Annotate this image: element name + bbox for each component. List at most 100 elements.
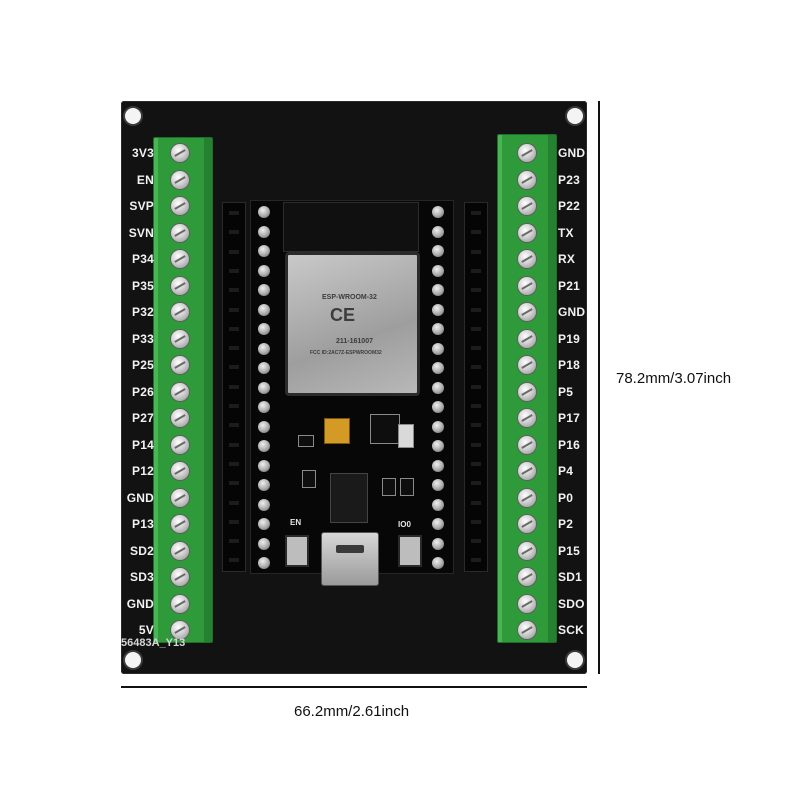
header-socket xyxy=(471,500,481,505)
terminal-screw xyxy=(518,356,536,374)
right-pin-label: RX xyxy=(558,252,576,266)
terminal-screw xyxy=(171,409,189,427)
right-pin-label: P17 xyxy=(558,411,580,425)
right-pin-label: P16 xyxy=(558,437,580,452)
terminal-screw xyxy=(171,197,189,215)
right-pin-label: SD1 xyxy=(558,570,582,584)
terminal-screw xyxy=(518,515,536,533)
terminal-screw xyxy=(171,515,189,533)
header-socket xyxy=(229,442,239,447)
terminal-screw xyxy=(518,170,536,189)
tantalum-capacitor xyxy=(324,418,350,444)
devkit-header-pin xyxy=(258,537,270,550)
height-dimension-line xyxy=(598,101,600,674)
left-pin-label: P33 xyxy=(132,331,154,346)
devkit-header-pin xyxy=(432,420,444,433)
mounting-hole-top-left xyxy=(125,108,141,124)
right-pin-label: GND xyxy=(558,146,586,160)
left-pin-label: 5V xyxy=(138,623,154,637)
header-socket xyxy=(229,211,239,215)
devkit-header-pin xyxy=(432,479,444,491)
left-pin-label: SVP xyxy=(129,199,154,213)
terminal-screw xyxy=(171,356,189,374)
terminal-screw xyxy=(171,382,189,401)
devkit-header-pin xyxy=(258,206,270,218)
terminal-screw xyxy=(518,541,536,560)
left-pin-label: GND xyxy=(126,490,154,505)
devkit-header-pin xyxy=(258,381,270,394)
mounting-hole-top-right xyxy=(567,108,583,124)
devkit-header-pin xyxy=(258,342,270,355)
devkit-header-pin xyxy=(258,245,270,257)
header-socket xyxy=(229,249,239,254)
right-pin-label: P15 xyxy=(558,543,580,558)
right-pin-label: P2 xyxy=(558,517,574,531)
header-socket xyxy=(229,384,239,389)
devkit-header-pin xyxy=(432,537,444,550)
right-pin-label: P5 xyxy=(558,384,574,399)
devkit-header-pin xyxy=(258,557,270,569)
terminal-screw xyxy=(171,541,189,560)
right-pin-label: GND xyxy=(558,305,586,319)
devkit-header-pin xyxy=(258,518,270,530)
terminal-screw xyxy=(518,303,536,321)
terminal-screw xyxy=(518,462,536,480)
terminal-screw xyxy=(171,435,189,454)
right-pin-label: P22 xyxy=(558,199,580,213)
terminal-screw xyxy=(518,621,536,639)
micro-usb-port xyxy=(321,532,379,586)
left-pin-label: SD2 xyxy=(130,543,154,558)
module-label: ESP-WROOM-32 xyxy=(322,294,377,301)
terminal-screw xyxy=(518,568,536,586)
terminal-screw xyxy=(171,303,189,321)
terminal-screw xyxy=(171,250,189,268)
right-pin-label: SCK xyxy=(558,623,584,637)
left-pin-label: GND xyxy=(126,596,154,611)
left-pin-label: SD3 xyxy=(130,570,154,584)
header-socket xyxy=(471,461,481,466)
devkit-header-pin xyxy=(258,479,270,491)
right-pin-label: TX xyxy=(558,225,574,240)
header-socket xyxy=(229,230,239,235)
devkit-header-pin xyxy=(258,323,270,335)
devkit-header-pin xyxy=(432,557,444,569)
header-socket xyxy=(471,404,481,408)
en-button xyxy=(285,535,309,567)
header-socket xyxy=(229,461,239,466)
devkit-header-pin xyxy=(258,264,270,277)
width-dimension-label: 66.2mm/2.61inch xyxy=(294,703,410,720)
header-socket xyxy=(471,268,481,273)
header-socket xyxy=(471,539,481,544)
terminal-screw xyxy=(518,488,536,507)
left-pin-label: P13 xyxy=(132,517,154,531)
devkit-header-pin xyxy=(258,401,270,413)
header-socket xyxy=(229,365,239,370)
header-socket xyxy=(229,423,239,428)
header-socket xyxy=(471,558,481,563)
devkit-header-pin xyxy=(432,440,444,452)
right-pin-label: P18 xyxy=(558,358,580,372)
left-pin-label: P14 xyxy=(132,437,154,452)
terminal-screw xyxy=(171,276,189,295)
height-dimension-label: 78.2mm/3.07inch xyxy=(616,370,732,387)
devkit-header-pin xyxy=(258,459,270,472)
terminal-screw xyxy=(518,594,536,613)
terminal-screw xyxy=(518,329,536,348)
right-pin-label: P23 xyxy=(558,172,580,187)
right-pin-label: P21 xyxy=(558,278,580,293)
right-pin-label: P19 xyxy=(558,331,580,346)
io0-silkscreen: IO0 xyxy=(398,520,411,529)
terminal-screw xyxy=(171,170,189,189)
right-pin-label: P0 xyxy=(558,490,574,505)
voltage-regulator xyxy=(370,414,400,444)
left-pin-label: P27 xyxy=(132,411,154,425)
header-socket xyxy=(471,423,481,428)
terminal-screw xyxy=(171,144,189,162)
terminal-screw xyxy=(518,144,536,162)
left-pin-label: P25 xyxy=(132,358,154,372)
left-pin-label: P12 xyxy=(132,464,154,478)
smd-component xyxy=(400,478,414,496)
header-socket xyxy=(229,346,239,351)
module-cert: 211-161007 xyxy=(336,338,373,345)
